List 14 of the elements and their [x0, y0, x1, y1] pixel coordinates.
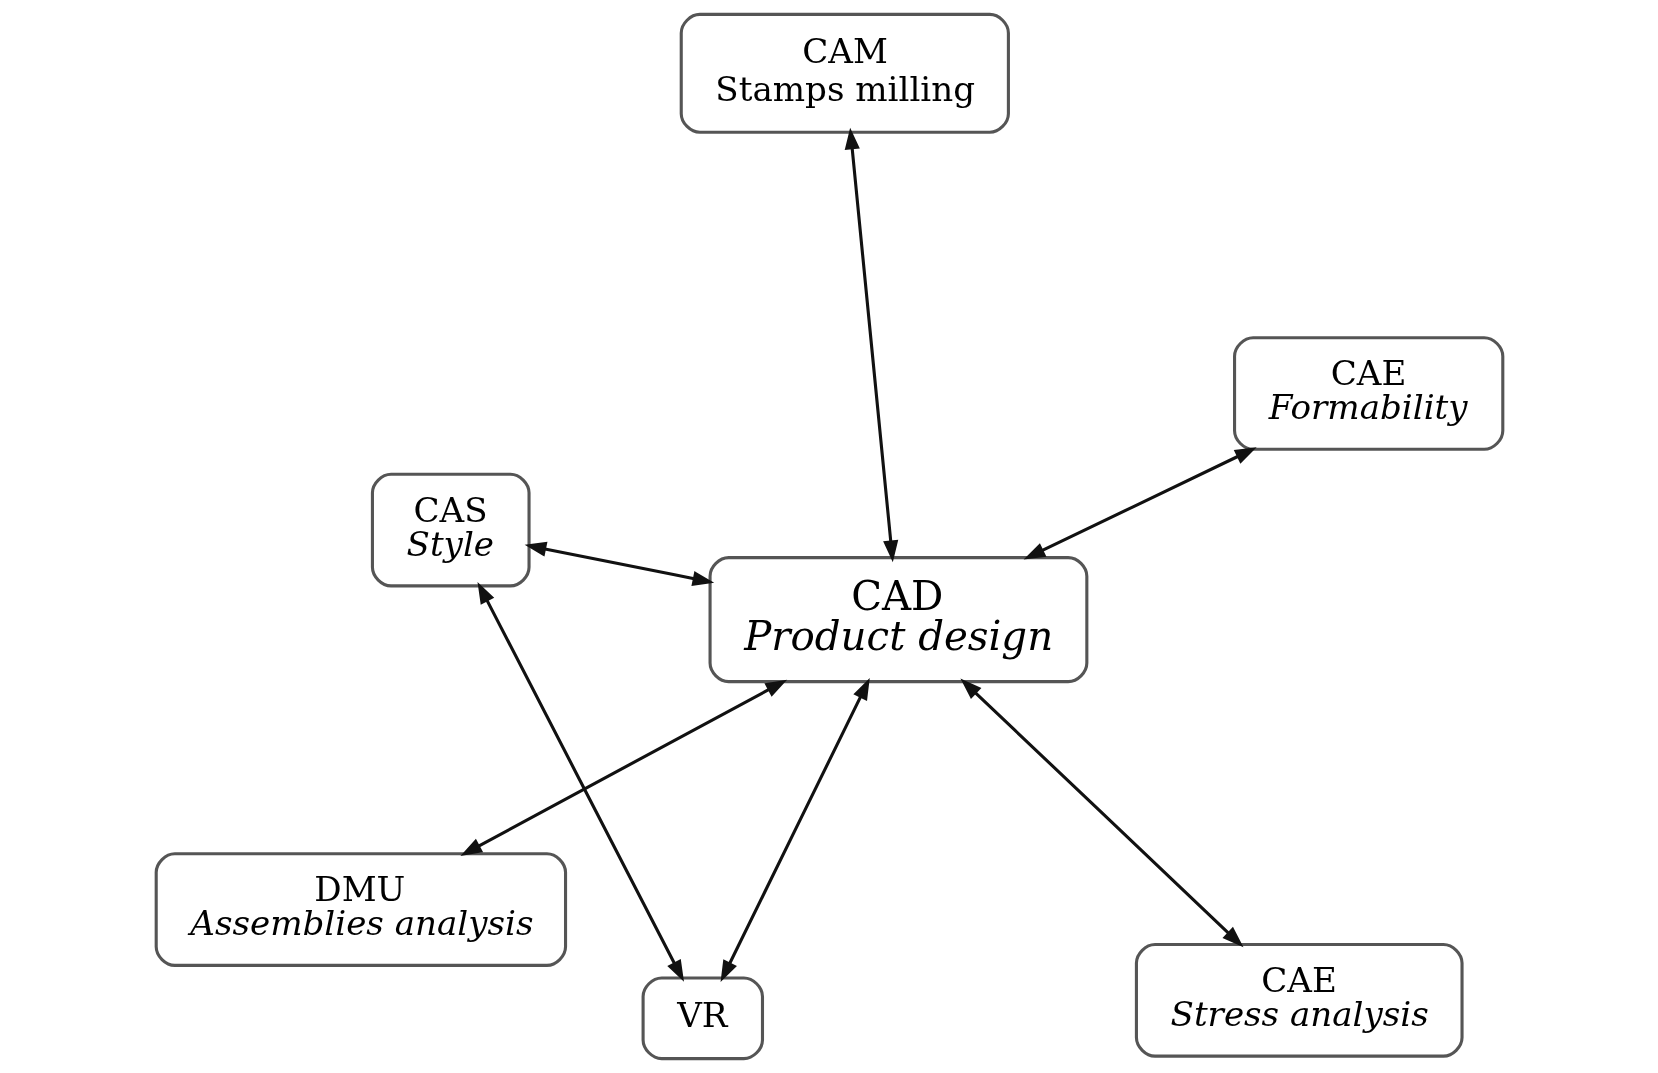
node-box: CAE Formability [1232, 336, 1504, 451]
arrow [477, 581, 684, 982]
node-box: CAM Stamps milling [679, 12, 1010, 134]
arrow [1023, 447, 1257, 560]
arrow [959, 678, 1243, 948]
arrow [844, 127, 898, 563]
node-box: VR [641, 976, 764, 1061]
arrow [524, 541, 714, 586]
arrow [720, 678, 870, 983]
node-box: CAD Product design [708, 556, 1088, 684]
node-box: CAS Style [370, 472, 531, 588]
node-box: DMU Assemblies analysis [154, 852, 567, 967]
arrow [459, 679, 787, 856]
node-box: CAE Stress analysis [1134, 942, 1464, 1058]
